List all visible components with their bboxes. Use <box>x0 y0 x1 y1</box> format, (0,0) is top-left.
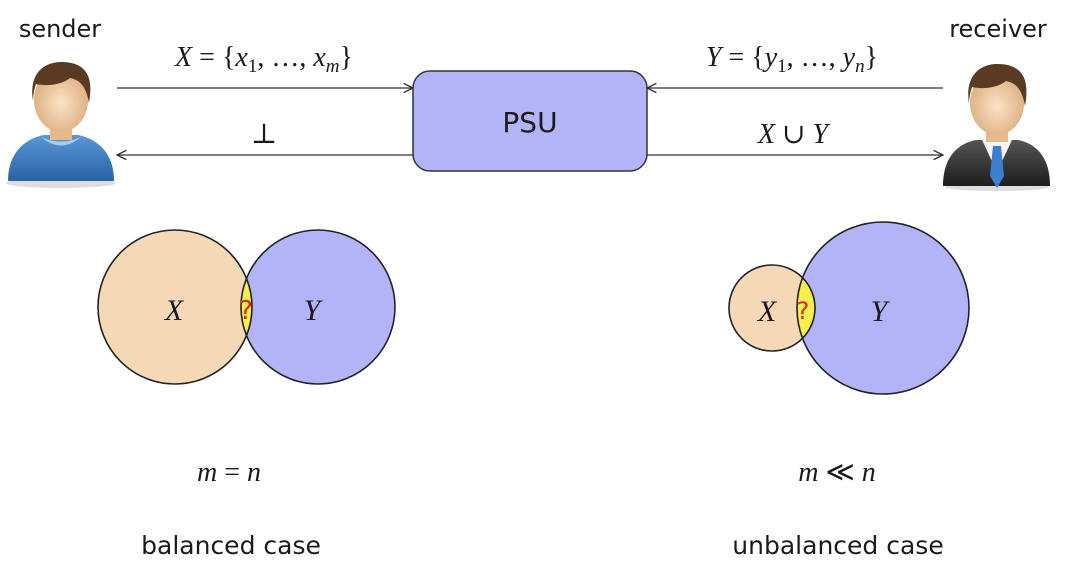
intersection-question-mark: ? <box>239 296 253 326</box>
caption-balanced: balanced case <box>141 531 321 560</box>
venn-unbalanced: X Y ? <box>728 221 970 395</box>
person-businessman-icon <box>943 64 1050 191</box>
psu-label: PSU <box>502 106 557 139</box>
message-sender-to-psu: X = {x1, …, xm} <box>174 42 353 77</box>
set-x-circle <box>729 265 815 351</box>
message-psu-to-sender: ⊥ <box>251 119 277 150</box>
set-y-circle <box>797 222 969 394</box>
set-y-label: Y <box>304 294 324 327</box>
set-x-circle <box>98 230 252 384</box>
set-x-label: X <box>164 294 185 327</box>
sender-label: sender <box>19 15 101 43</box>
receiver-label: receiver <box>949 15 1047 43</box>
venn-balanced: X Y ? <box>97 229 396 385</box>
message-psu-to-receiver: X ∪ Y <box>757 119 832 150</box>
set-y-label: Y <box>871 295 891 328</box>
intersection-question-mark: ? <box>797 297 810 325</box>
set-x-label: X <box>757 295 778 328</box>
person-sender-icon <box>6 62 116 188</box>
set-y-circle <box>241 230 395 384</box>
caption-unbalanced: unbalanced case <box>732 531 943 560</box>
sender: sender <box>6 15 116 188</box>
relation-balanced: m = n <box>197 457 261 488</box>
psu-box: PSU <box>412 70 648 172</box>
receiver: receiver <box>943 15 1050 191</box>
message-receiver-to-psu: Y = {y1, …, yn} <box>706 42 878 77</box>
relation-unbalanced: m ≪ n <box>798 457 876 488</box>
